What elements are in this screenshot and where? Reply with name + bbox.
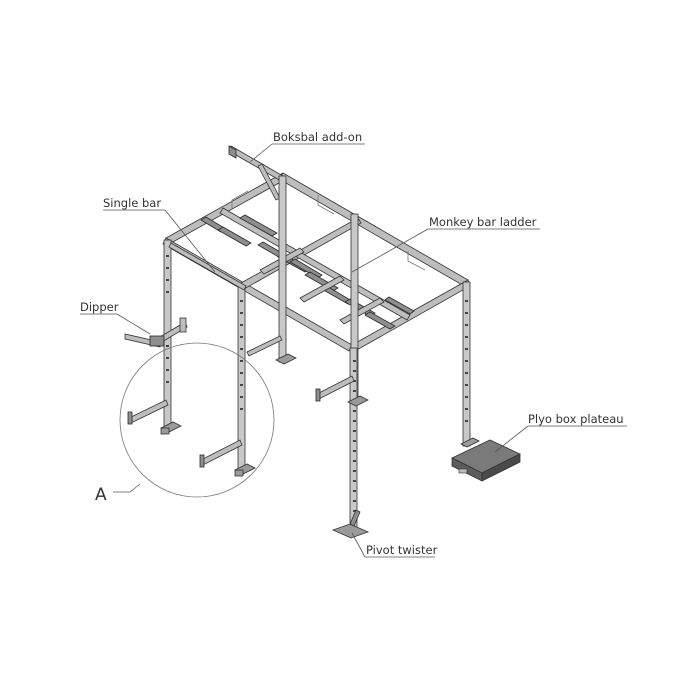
foot-middle-left-side — [234, 469, 244, 477]
pivot-base — [331, 523, 370, 539]
label-detail-a: A — [95, 485, 107, 505]
rung — [364, 311, 396, 330]
j-hook-arm — [200, 439, 243, 466]
rail-middle-long — [219, 207, 411, 321]
j-hook-tip — [315, 388, 321, 402]
leader-dipper — [116, 313, 151, 335]
rung — [239, 214, 278, 237]
j-hook-tip — [199, 454, 205, 468]
label-plyo-box: Plyo box plateau — [528, 412, 624, 426]
plyo-handle — [458, 468, 468, 474]
dipper-bracket — [149, 335, 165, 347]
label-boksbal: Boksbal add-on — [273, 130, 362, 144]
rung — [384, 296, 415, 315]
foot-back-left-side — [160, 427, 170, 435]
foot-center — [347, 395, 369, 407]
leader-pivot — [351, 532, 366, 558]
plyo-box-plateau — [451, 439, 521, 482]
dipper — [124, 317, 188, 348]
leader-single-bar — [164, 209, 216, 273]
bracket-3 — [407, 251, 426, 271]
leader-boksbal — [249, 143, 273, 163]
rung — [217, 226, 252, 247]
j-hook-tip — [127, 411, 133, 425]
bracket-1 — [231, 190, 249, 210]
single-bar — [168, 242, 247, 291]
j-hook-arm — [316, 375, 355, 400]
foot-right — [460, 437, 480, 448]
pivot-arm — [349, 509, 361, 527]
boksbal-end-cap — [228, 145, 237, 159]
j-hooks — [127, 335, 355, 468]
j-hook-arm — [246, 335, 283, 357]
label-monkey-bar: Monkey bar ladder — [429, 215, 537, 229]
boksbal-arm — [228, 145, 284, 182]
label-dipper: Dipper — [80, 300, 119, 314]
plyo-side-right — [481, 453, 521, 482]
foot-back-middle — [275, 353, 297, 365]
pivot-twister — [331, 509, 370, 539]
leader-detail-a — [113, 483, 141, 493]
bracket-2 — [317, 195, 335, 215]
detail-circle-a — [119, 342, 275, 498]
label-single-bar: Single bar — [103, 196, 161, 210]
post-holes — [166, 255, 468, 512]
base-plates — [160, 353, 480, 477]
j-hook-arm — [128, 399, 169, 424]
dipper-handle — [179, 317, 187, 333]
post-back-middle — [278, 175, 287, 363]
leader-plyo — [494, 425, 529, 453]
rung-cross — [299, 275, 345, 303]
leader-monkey-bar — [351, 228, 429, 273]
top-frame — [162, 172, 471, 352]
single-bar-rail — [168, 242, 247, 291]
label-pivot-twister: Pivot twister — [366, 543, 438, 557]
boksbal-add-on — [228, 145, 284, 201]
posts — [163, 175, 471, 535]
